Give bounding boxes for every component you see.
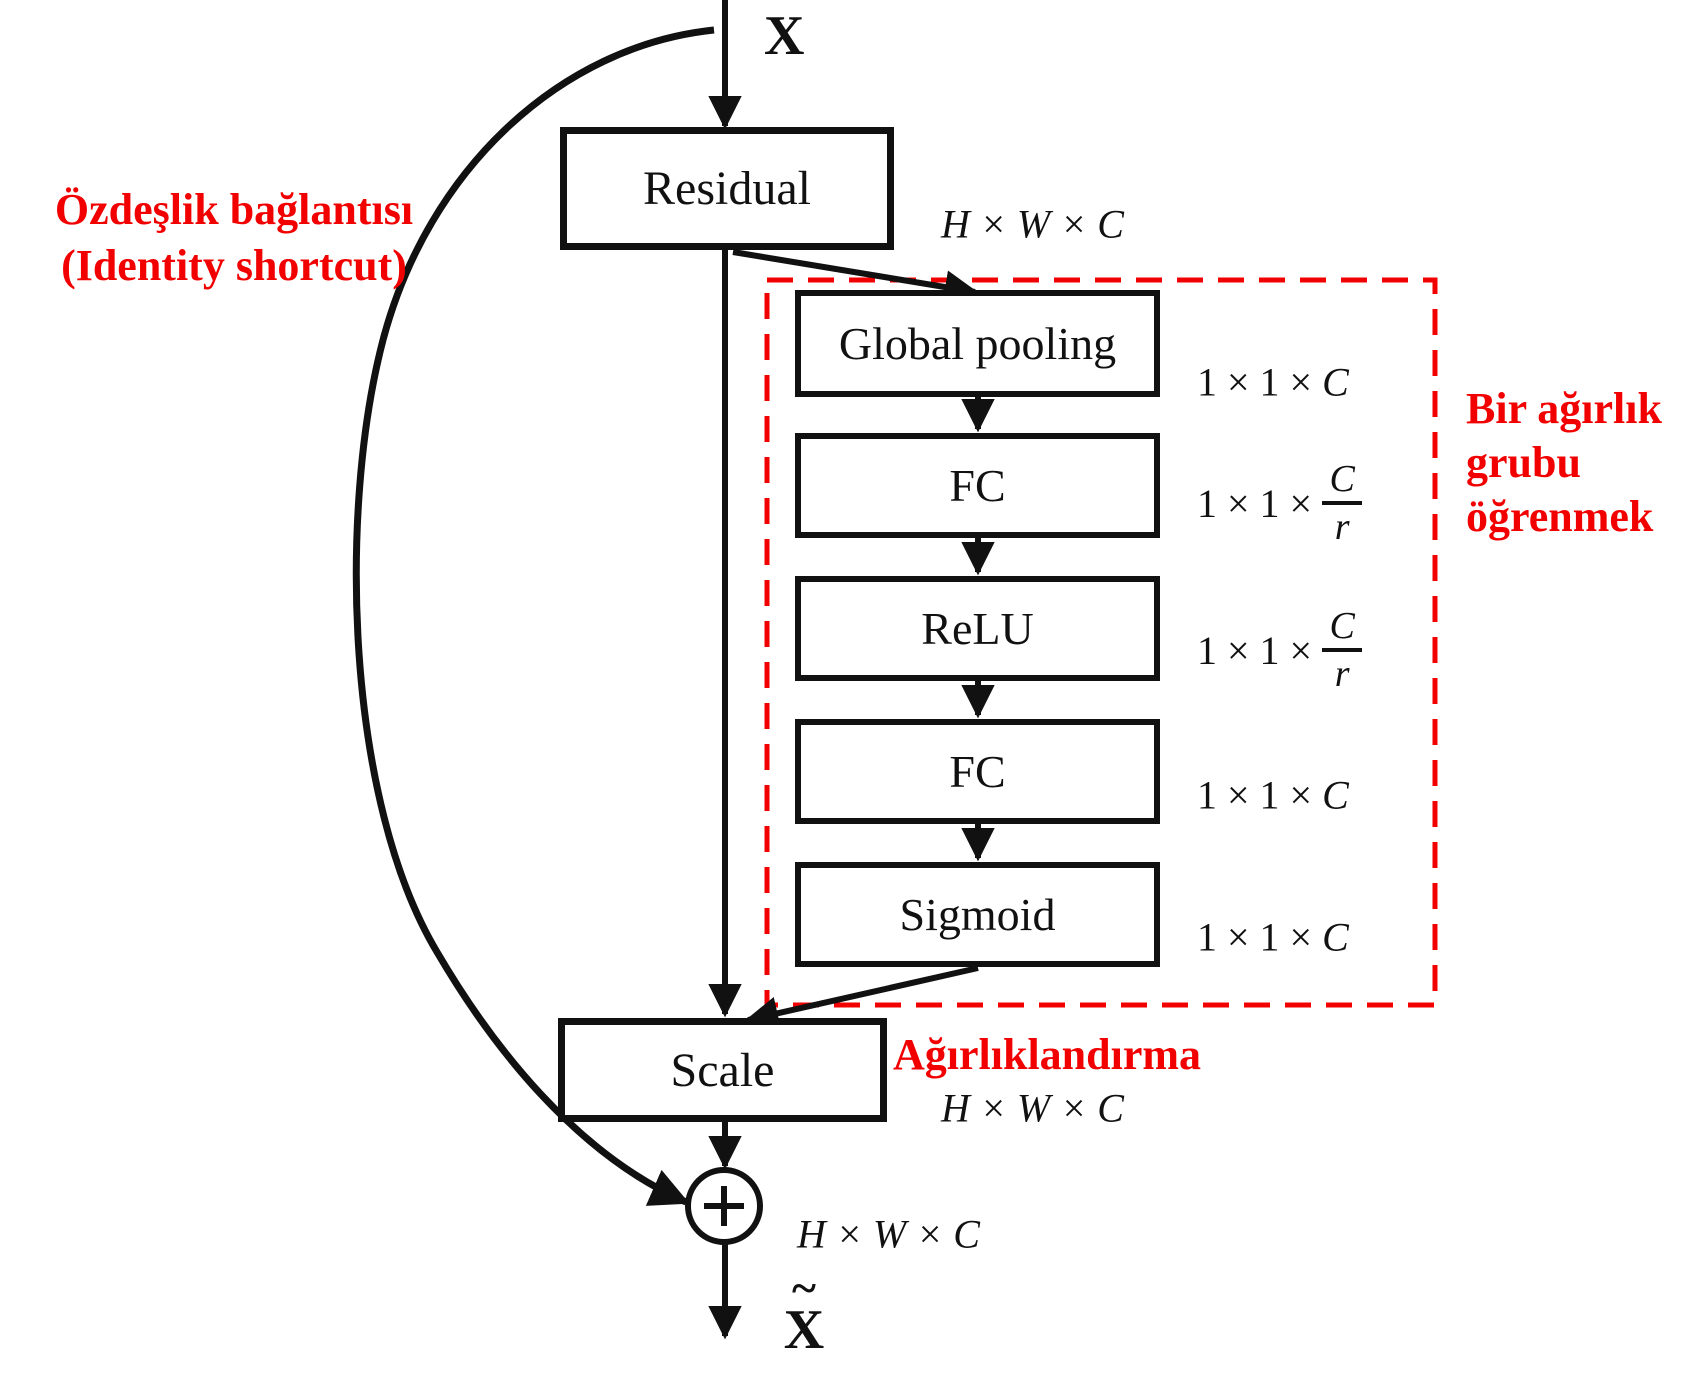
fc2-label: FC bbox=[949, 746, 1006, 797]
output-label-tilde: ~ bbox=[792, 1262, 816, 1313]
fc1-label: FC bbox=[949, 460, 1006, 511]
weighting-annotation: Ağırlıklandırma bbox=[893, 1030, 1202, 1079]
fc1-box: FC bbox=[795, 433, 1160, 538]
fc2-dims-label: 1 × 1 × C bbox=[1197, 772, 1349, 818]
residual-to-gp-arrow bbox=[732, 249, 979, 304]
weight-group-dashed-box bbox=[764, 277, 1438, 1008]
residual-dims-label: H × W × C bbox=[941, 201, 1124, 247]
sum-node bbox=[685, 1167, 763, 1245]
relu-box: ReLU bbox=[795, 576, 1160, 681]
weight-group-annotation-line1: Bir ağırlık bbox=[1466, 384, 1662, 433]
identity-annotation-line2: (Identity shortcut) bbox=[61, 241, 407, 290]
scale-dims-label: H × W × C bbox=[941, 1085, 1124, 1131]
fraction: C r bbox=[1322, 607, 1363, 693]
sigmoid-dims-label: 1 × 1 × C bbox=[1197, 914, 1349, 960]
sigmoid-box: Sigmoid bbox=[795, 862, 1160, 967]
identity-annotation: Özdeşlik bağlantısı (Identity shortcut) bbox=[24, 182, 444, 294]
residual-box: Residual bbox=[560, 127, 894, 250]
sigmoid-label: Sigmoid bbox=[899, 889, 1056, 940]
weight-group-annotation-line3: öğrenmek bbox=[1466, 492, 1654, 541]
scale-box: Scale bbox=[558, 1018, 887, 1122]
output-label-base: X bbox=[783, 1299, 825, 1361]
scale-label: Scale bbox=[670, 1043, 775, 1097]
global-pooling-label: Global pooling bbox=[838, 318, 1117, 369]
output-label: ~ X bbox=[772, 1262, 836, 1361]
gp-dims-label: 1 × 1 × C bbox=[1197, 359, 1349, 405]
fc1-dims-label: 1 × 1 × C r bbox=[1197, 460, 1363, 546]
identity-shortcut-curve bbox=[352, 26, 715, 1206]
relu-dims-label: 1 × 1 × C r bbox=[1197, 607, 1363, 693]
sigmoid-to-scale-arrow bbox=[744, 965, 979, 1030]
plus-icon bbox=[704, 1186, 744, 1226]
fraction: C r bbox=[1322, 460, 1363, 546]
input-label: X bbox=[764, 5, 805, 67]
sum-dims-label: H × W × C bbox=[797, 1211, 980, 1257]
weight-group-annotation-line2: grubu bbox=[1466, 438, 1581, 487]
global-pooling-box: Global pooling bbox=[795, 290, 1160, 397]
weight-group-annotation: Bir ağırlık grubu öğrenmek bbox=[1466, 382, 1662, 544]
fc2-box: FC bbox=[795, 719, 1160, 824]
identity-annotation-line1: Özdeşlik bağlantısı bbox=[54, 185, 414, 234]
relu-label: ReLU bbox=[921, 603, 1034, 654]
residual-label: Residual bbox=[643, 162, 811, 215]
